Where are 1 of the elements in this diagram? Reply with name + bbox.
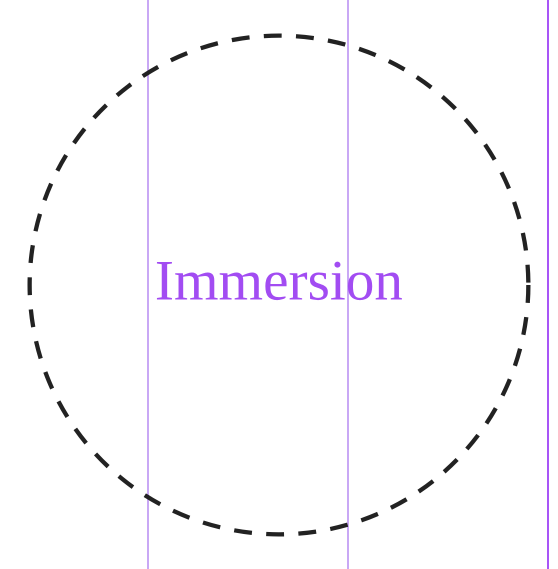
dashed-circle: Immersion [27, 32, 531, 536]
